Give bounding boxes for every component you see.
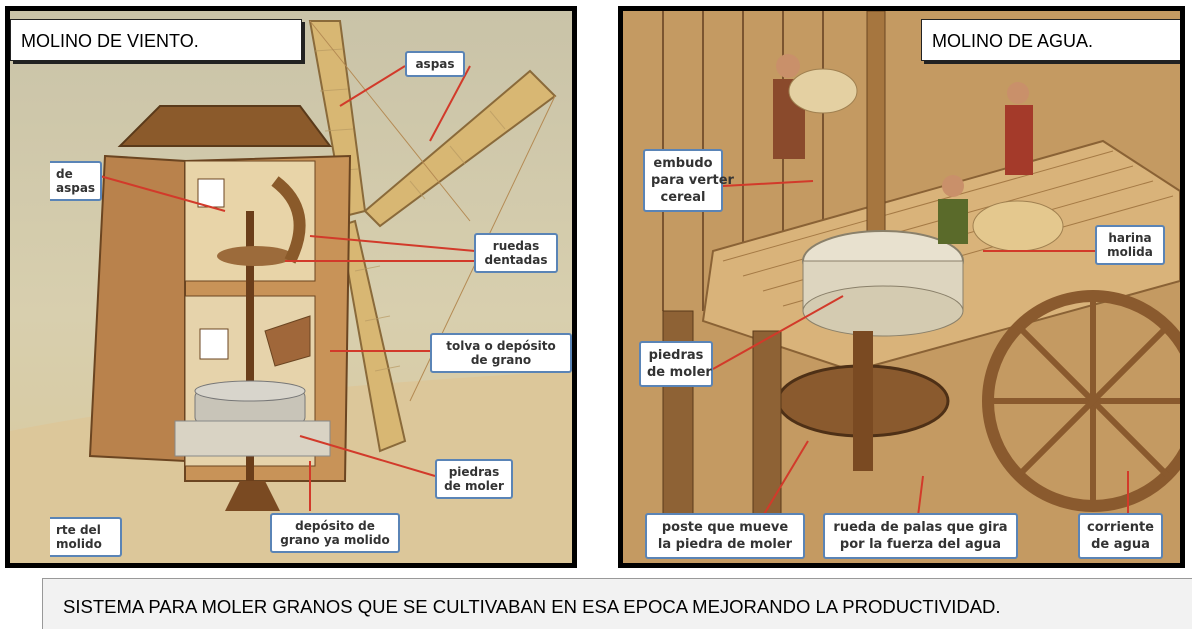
label-tolva: tolva o depósito de grano [430, 333, 572, 373]
label-transporte-molido: rte del molido [50, 517, 122, 557]
label-piedras-moler-agua: piedras de moler [639, 341, 713, 387]
watermill-illustration [623, 11, 1180, 563]
label-corriente: corriente de agua [1078, 513, 1163, 559]
label-embudo: embudo para verter cereal [643, 149, 734, 212]
label-piedras-moler-viento: piedras de moler [435, 459, 513, 499]
watermill-title: MOLINO DE AGUA. [921, 19, 1180, 61]
label-ruedas-dentadas: ruedas dentadas [474, 233, 558, 273]
label-aspas: aspas [405, 51, 465, 77]
label-rueda-palas: rueda de palas que gira por la fuerza de… [823, 513, 1018, 559]
caption: SISTEMA PARA MOLER GRANOS QUE SE CULTIVA… [42, 578, 1192, 629]
windmill-title: MOLINO DE VIENTO. [10, 19, 302, 61]
label-poste: poste que mueve la piedra de moler [645, 513, 805, 559]
windmill-illustration [10, 20, 572, 563]
watermill-illustration-panel: MOLINO DE AGUA. embudo para verter cerea… [618, 6, 1185, 568]
label-deposito-molido: depósito de grano ya molido [270, 513, 400, 553]
label-eje-aspas: de aspas [50, 161, 102, 201]
windmill-illustration-panel: MOLINO DE VIENTO. aspas de aspas ruedas … [5, 6, 577, 568]
label-harina-molida: harina molida [1095, 225, 1165, 265]
